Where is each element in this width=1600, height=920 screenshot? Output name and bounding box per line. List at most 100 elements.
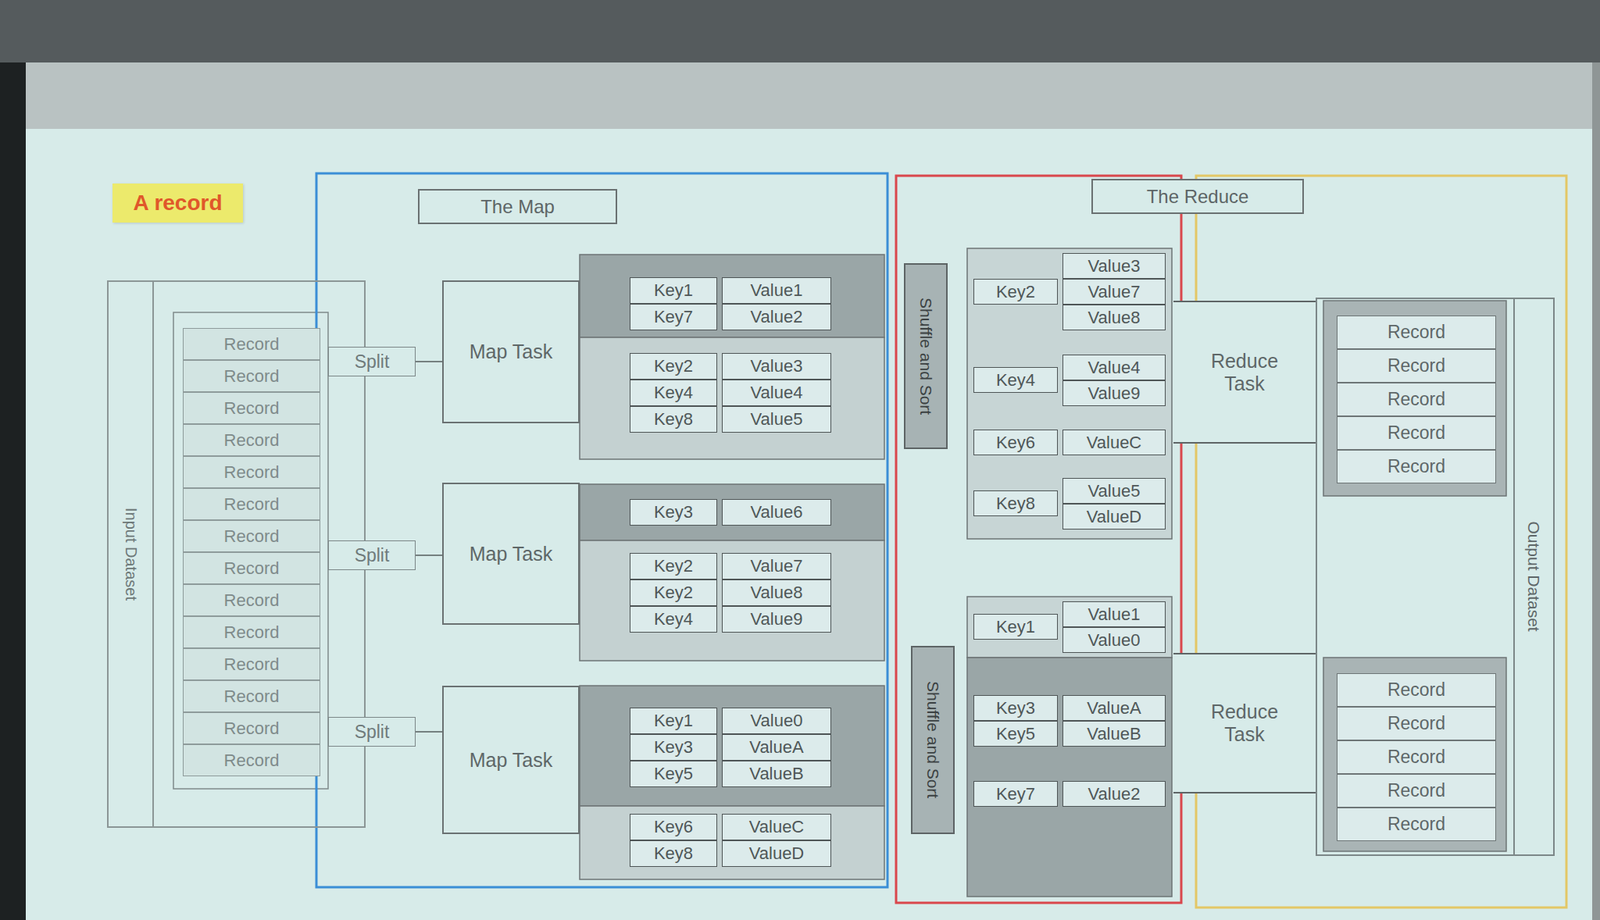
label-text: Key2 [653,582,693,603]
label-text: Record [224,494,280,515]
key-value-cell: ValueA [1062,695,1166,722]
key-value-cell: Key8 [629,840,718,868]
record-box: Record [182,520,321,553]
map-output-panel [579,685,885,807]
label-text: Key6 [653,817,693,837]
key-value-cell: Value9 [1062,380,1166,407]
label-text: Record [224,590,280,611]
output-record-box: Record [1336,740,1497,775]
map-region [316,173,888,888]
label-text: Value4 [1088,357,1141,378]
reduce-task-box: Reduce Task [1173,300,1316,444]
key-value-cell: Value3 [1062,253,1166,279]
label-text: Value9 [1088,383,1141,404]
screen-edge [1592,62,1600,920]
label-text: ValueC [1086,432,1143,453]
reduce-region [1196,175,1567,908]
label-text: Map Task [469,542,554,566]
key-value-cell: Key5 [629,760,718,788]
label-text: The Map [480,196,555,218]
label-text: Key3 [653,502,693,522]
key-value-cell: Key6 [973,429,1058,456]
label-text: Record [224,686,280,707]
record-box: Record [182,648,321,681]
output-record-box: Record [1336,416,1497,450]
key-value-cell: Value6 [721,499,832,526]
key-value-cell: ValueC [1062,429,1166,456]
record-box: Record [182,424,321,457]
map-output-panel [579,337,885,460]
output-record-box: Record [1336,315,1497,350]
key-value-cell: Key4 [629,379,718,407]
key-value-cell: Key4 [629,606,718,633]
label-text: Record [1387,780,1446,801]
label-text: Key4 [653,609,693,629]
label-text: Key4 [996,370,1036,390]
label-text: Key3 [653,737,693,758]
label-text: Value6 [750,502,804,522]
label-text: Key7 [996,784,1036,804]
label-text: Record [224,558,280,579]
screen-edge [0,62,1600,129]
label-text: Key2 [653,356,693,376]
label-text: Record [1387,389,1446,410]
key-value-cell: Value8 [721,579,832,607]
label-text: Record [1387,713,1446,734]
label-text: Map Task [469,340,554,364]
label-text: Record [224,430,280,450]
label-text: ValueB [1086,724,1141,744]
key-value-cell: Value7 [721,553,832,580]
key-value-cell: Key3 [973,695,1058,722]
label-text: Value2 [750,307,804,327]
label-text: Key1 [653,280,693,300]
output-record-box: Record [1336,382,1497,417]
map-task-box: Map Task [442,280,580,424]
label-text: Record [1387,456,1446,477]
label-text: Shuffle and Sort [916,297,936,415]
key-value-cell: ValueD [721,840,832,868]
reduce-input-panel [967,248,1172,540]
label-text: Record [1387,422,1446,443]
key-value-cell: Key1 [973,614,1058,640]
strip-divider [152,280,154,829]
label-text: The Reduce [1146,185,1250,208]
label-text: ValueC [749,817,805,837]
label-text: ValueA [1086,698,1141,718]
key-value-cell: Key2 [973,278,1058,305]
label-text: Value7 [1088,282,1141,302]
label-text: Record [224,398,280,418]
record-box: Record [182,616,321,649]
key-value-cell: Key1 [629,277,718,304]
label-text: Value5 [1088,481,1141,501]
record-box: Record [182,488,321,521]
input-dataset: Input DatasetRecordRecordRecordRecordRec… [107,280,366,829]
record-box: Record [182,744,321,777]
label-text: Key8 [653,409,693,429]
key-value-cell: Key8 [973,490,1058,517]
key-value-cell: Value9 [721,606,832,633]
screen-frame [0,62,26,920]
record-box: Record [182,392,321,425]
key-value-cell: Key4 [973,367,1058,393]
label-text: Value8 [750,582,804,603]
shuffle-region [896,175,1182,904]
connector-line [415,731,443,733]
key-value-cell: Key2 [629,579,718,607]
label-text: Record [224,654,280,675]
key-value-cell: Key7 [629,303,718,331]
label-strip: Input Dataset [108,282,154,827]
label-text: Shuffle and Sort [923,681,943,799]
label-text: Record [224,462,280,483]
record-box: Record [182,680,321,713]
label-text: Key3 [996,698,1036,718]
key-value-cell: ValueA [721,734,832,761]
label-text: Value9 [750,609,804,629]
key-value-cell: Value4 [1062,354,1166,381]
label-strip: Output Dataset [1514,299,1554,855]
label-text: Reduce Task [1201,700,1288,747]
label-text: Key4 [653,382,693,403]
label-text: ValueA [749,737,804,758]
map-output-panel [579,254,885,338]
label-text: Key7 [653,307,693,327]
